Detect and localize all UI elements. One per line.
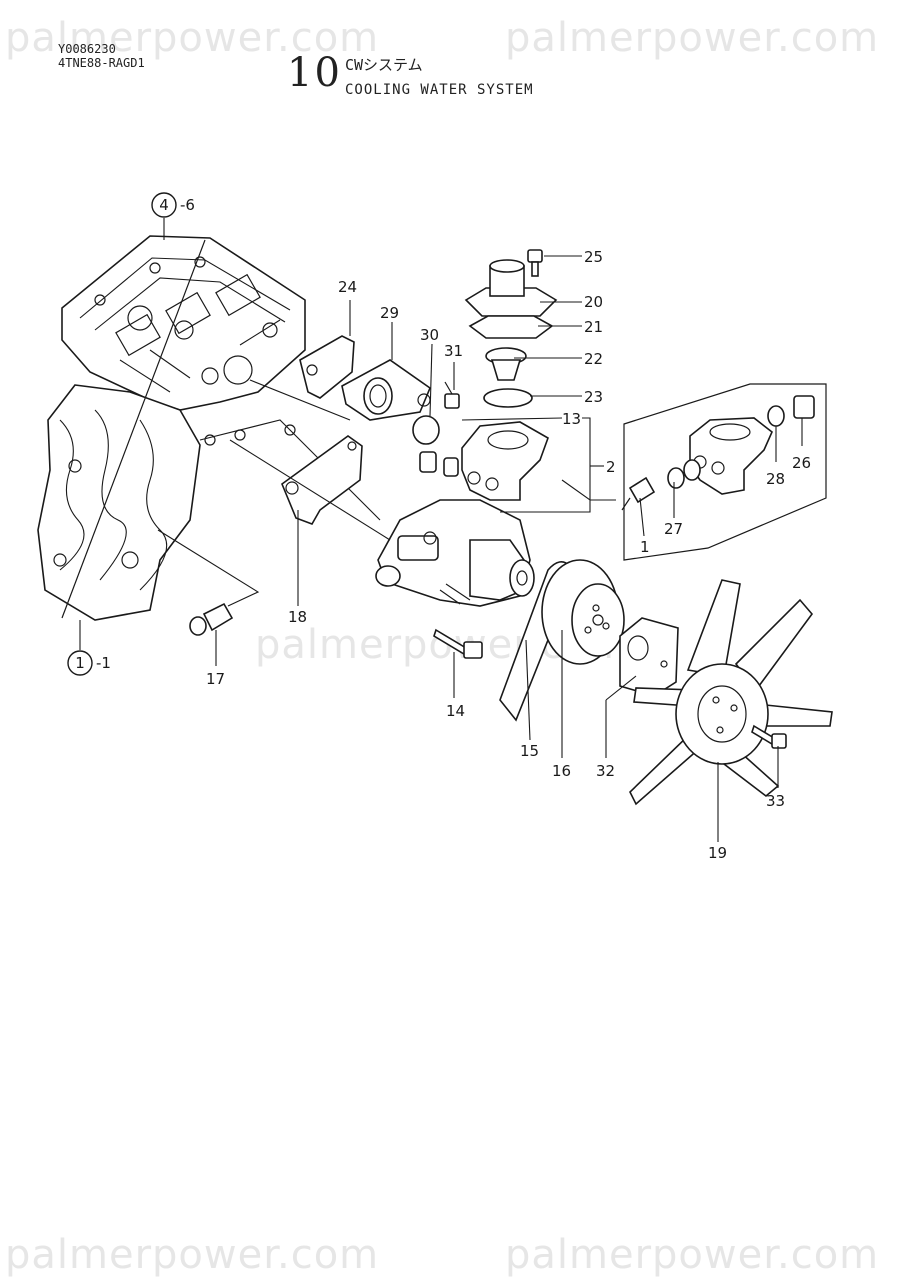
callout-24: 24 xyxy=(338,278,357,296)
callout-33: 33 xyxy=(766,792,785,810)
callout-15: 15 xyxy=(520,742,539,760)
callout-23: 23 xyxy=(584,388,603,406)
callout-32: 32 xyxy=(596,762,615,780)
cylinder-block xyxy=(37,384,381,621)
section-title-jp: CWシステム xyxy=(345,56,423,74)
bolt-31 xyxy=(444,381,460,409)
callout-29: 29 xyxy=(380,304,399,322)
bolt-25 xyxy=(527,249,543,277)
svg-text:-6: -6 xyxy=(180,196,195,214)
callout-26: 26 xyxy=(792,454,811,472)
drain-cock-17 xyxy=(189,602,234,636)
water-pipe-29 xyxy=(341,359,431,421)
callout-2: 2 xyxy=(606,458,616,476)
callout-19: 19 xyxy=(708,844,727,862)
thermostat-22 xyxy=(485,347,527,381)
pulley-16 xyxy=(541,559,625,665)
section-number: 10 xyxy=(287,50,342,96)
thermostat-cover-20 xyxy=(464,259,558,317)
inset-subassembly-2 xyxy=(621,383,827,561)
callout-18: 18 xyxy=(288,608,307,626)
o-ring-23 xyxy=(483,388,533,408)
ref-cylinder-block: 1 -1 xyxy=(67,650,111,676)
callout-20: 20 xyxy=(584,293,603,311)
ref-cylinder-head: 4 -6 xyxy=(151,192,195,218)
svg-text:4: 4 xyxy=(159,196,169,214)
spacer-32 xyxy=(619,617,679,697)
engine-model: 4TNE88-RAGD1 xyxy=(58,56,145,70)
callout-14: 14 xyxy=(446,702,465,720)
bolt-33 xyxy=(751,724,787,749)
water-pump xyxy=(375,499,535,607)
thermostat-housing-13 xyxy=(443,421,549,501)
callout-30: 30 xyxy=(420,326,439,344)
callout-21: 21 xyxy=(584,318,603,336)
callout-28: 28 xyxy=(766,470,785,488)
section-title-en: COOLING WATER SYSTEM xyxy=(345,82,534,98)
gasket-18 xyxy=(281,435,363,525)
gasket-24 xyxy=(299,335,355,399)
cylinder-head xyxy=(61,235,306,411)
callout-31: 31 xyxy=(444,342,463,360)
svg-text:1: 1 xyxy=(75,654,85,672)
leader-lines xyxy=(79,218,803,842)
svg-text:-1: -1 xyxy=(96,654,111,672)
callout-27: 27 xyxy=(664,520,683,538)
callout-labels: 25 20 21 22 23 13 2 24 29 30 31 18 17 14… xyxy=(206,248,811,862)
document-code: Y0086230 xyxy=(58,42,116,56)
watermark-bottom-left: palmerpower.com xyxy=(5,1232,380,1278)
gasket-21 xyxy=(468,315,554,339)
callout-22: 22 xyxy=(584,350,603,368)
watermark-bottom-right: palmerpower.com xyxy=(505,1232,880,1278)
plug xyxy=(419,451,437,473)
watermark-top-right: palmerpower.com xyxy=(505,15,880,61)
cooling-fan-19 xyxy=(629,579,833,806)
callout-1: 1 xyxy=(640,538,650,556)
watermark-top-left: palmerpower.com xyxy=(5,15,380,61)
callout-17: 17 xyxy=(206,670,225,688)
callout-16: 16 xyxy=(552,762,571,780)
callout-25: 25 xyxy=(584,248,603,266)
bolt-14 xyxy=(433,628,483,659)
center-line xyxy=(61,239,206,619)
o-ring-30 xyxy=(412,415,440,445)
callout-13: 13 xyxy=(562,410,581,428)
